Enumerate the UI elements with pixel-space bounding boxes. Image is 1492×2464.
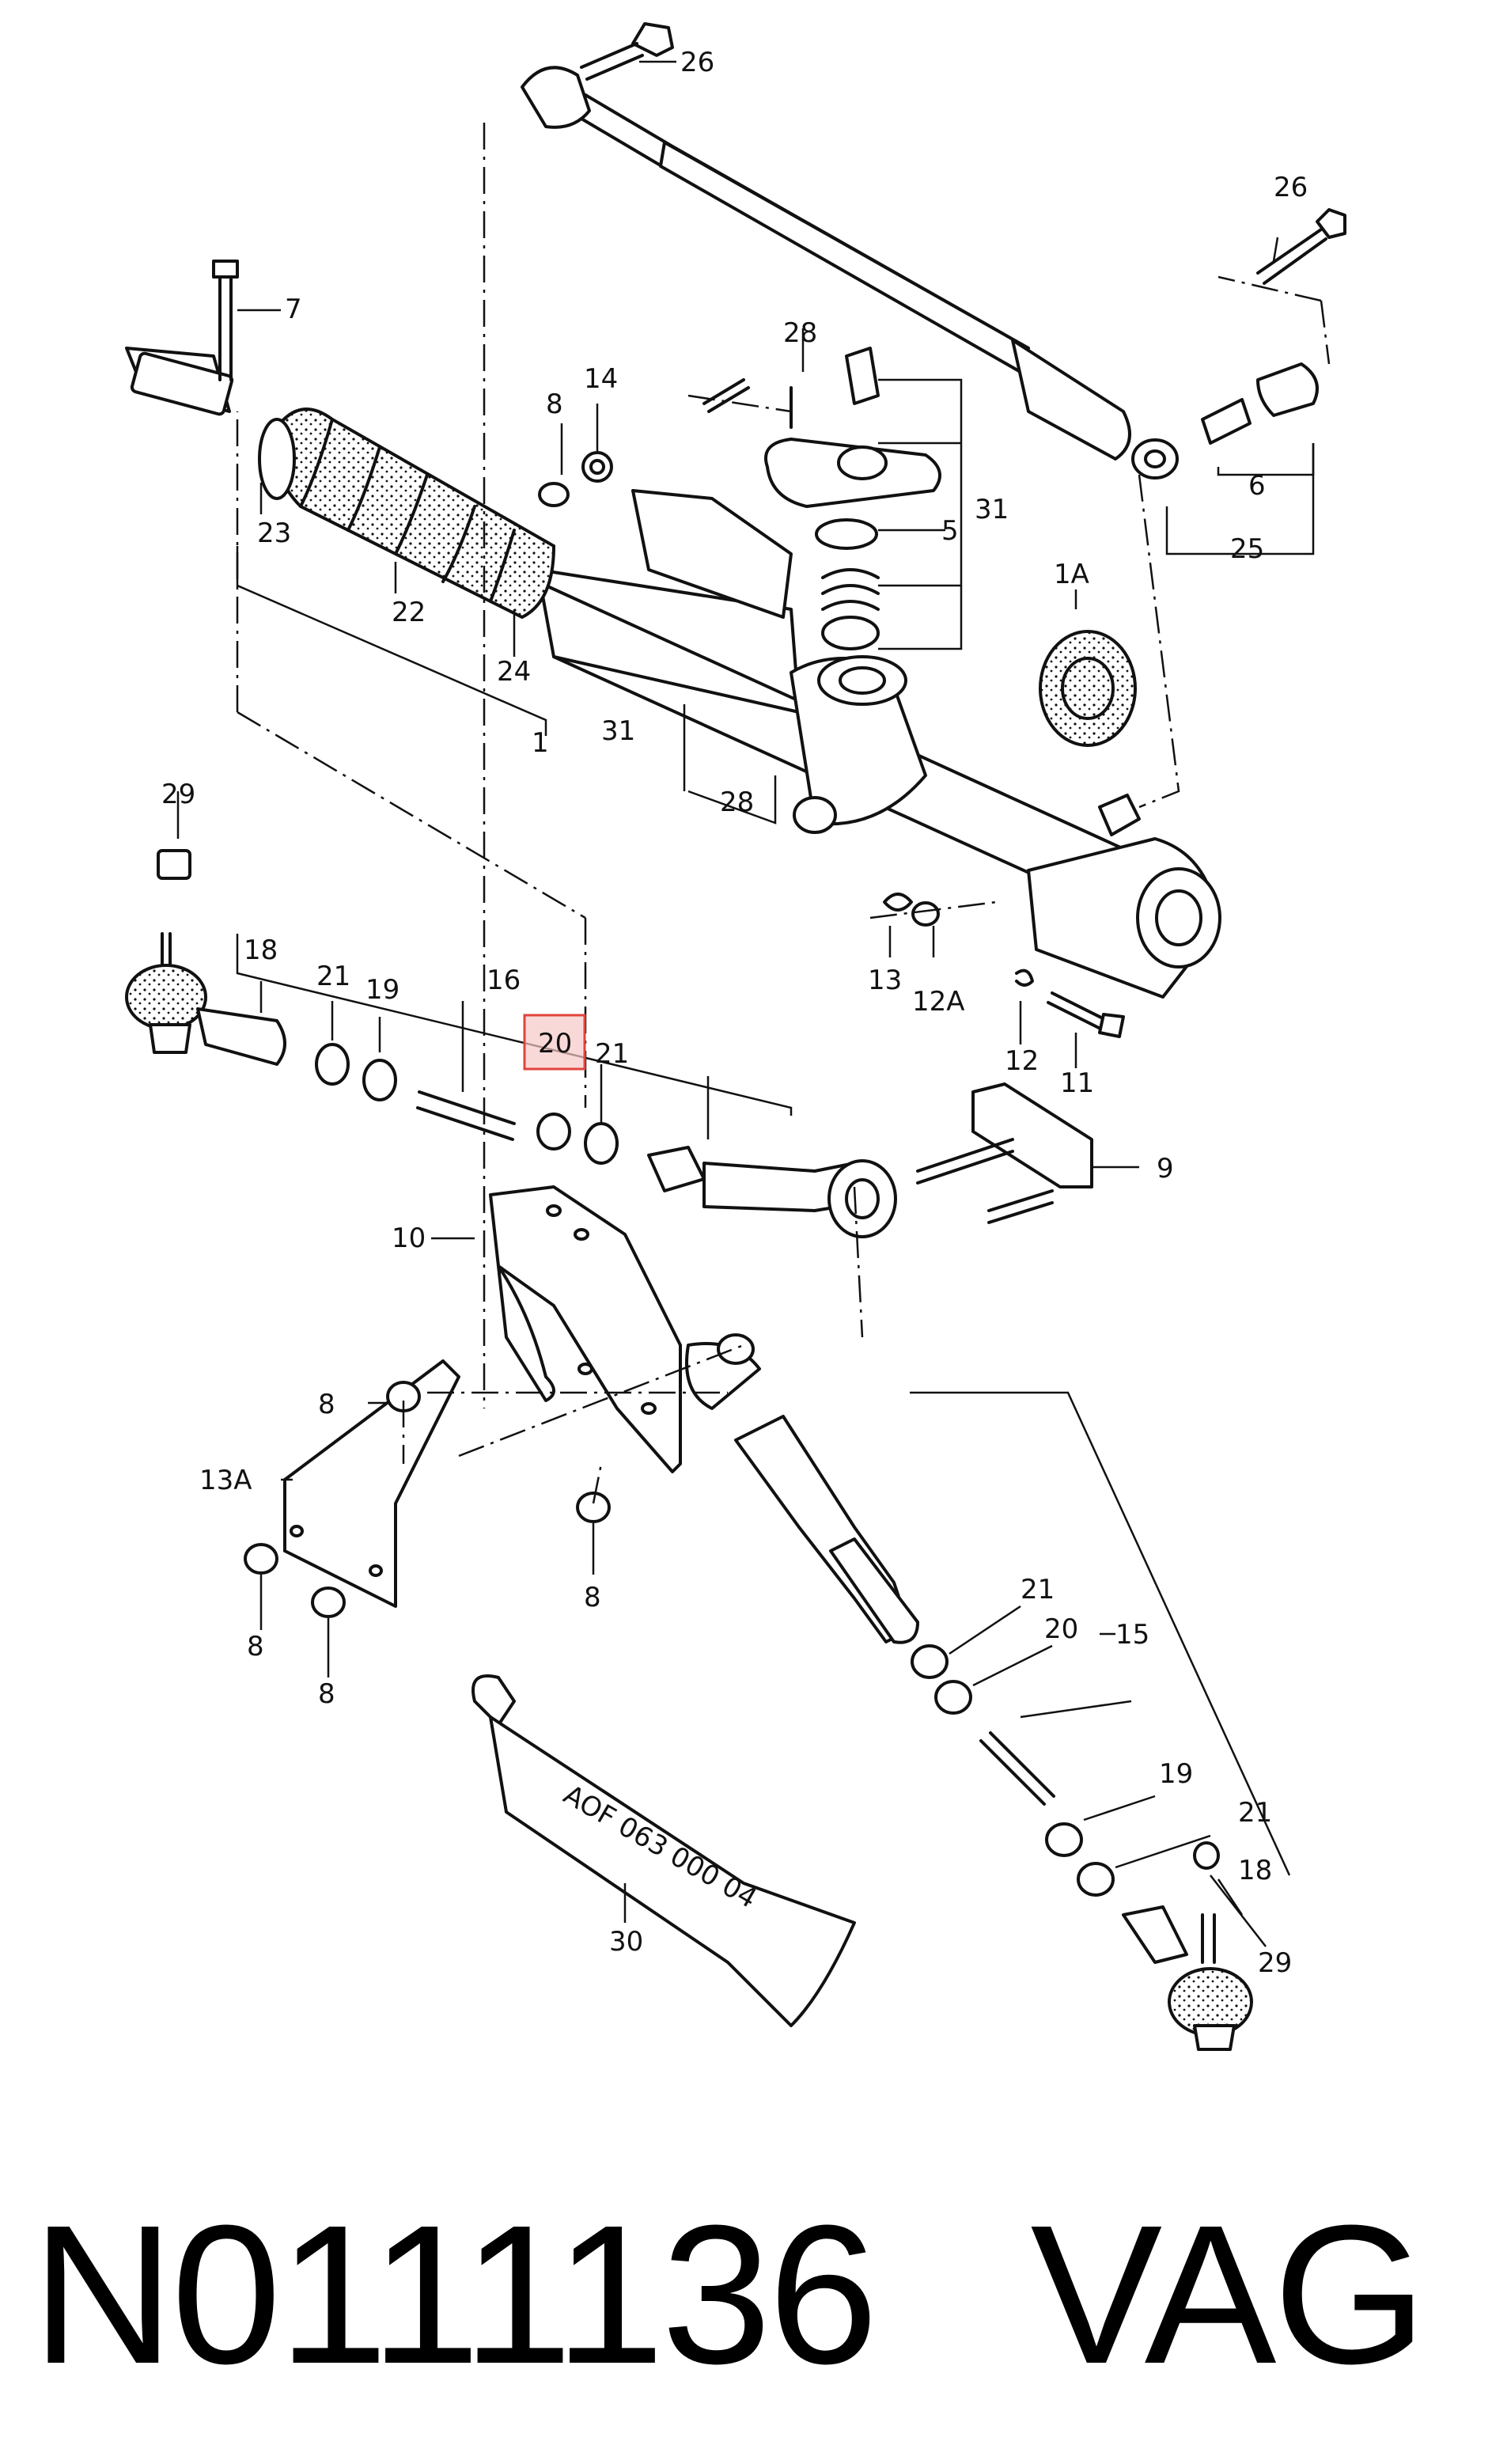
rack-housing [125,347,1221,999]
callout-20: 20 [538,1028,572,1060]
highlight-box [523,1014,586,1071]
small-parts-top [212,260,750,507]
part-number-caption: N0111136 VAG [32,2136,1456,2453]
callout-22: 22 [392,597,426,628]
callout-31: 31 [601,715,635,747]
callout-9: 9 [1157,1153,1174,1185]
callout-6: 6 [1248,470,1266,502]
callout-8: 8 [584,1582,601,1613]
callout-8: 8 [318,1389,335,1420]
callout-13A: 13A [199,1465,252,1496]
callout-12A: 12A [912,986,965,1018]
bush-6 [1201,362,1319,445]
nuts-right [911,1644,1220,1897]
part-number: N0111136 [32,2184,878,2405]
callout-21: 21 [1238,1797,1272,1829]
mounting-bracket-10 [489,1185,682,1473]
callout-29: 29 [161,779,195,810]
callout-labels: 26 26 7 28 14 8 31 5 1A 6 25 23 22 24 1 … [161,47,1308,1979]
mounting-bracket-13A [283,1359,460,1608]
callout-29: 29 [1258,1947,1292,1979]
callout-28: 28 [720,787,754,818]
leader-lines [176,60,1315,1947]
grouping-lines [236,123,1331,1504]
mount-1A [1039,630,1137,747]
callout-23: 23 [257,517,291,549]
callout-7: 7 [285,294,302,325]
rubber-boot-22 [258,408,556,620]
callout-26: 26 [1274,172,1308,203]
callout-28: 28 [783,317,817,349]
callout-12: 12 [1005,1045,1039,1077]
callout-21: 21 [1021,1574,1055,1605]
tie-rod-left [647,1146,897,1238]
callout-16: 16 [487,965,521,996]
callout-8: 8 [318,1678,335,1710]
callout-24: 24 [497,656,531,688]
callout-21: 21 [316,961,350,992]
callout-8: 8 [247,1631,264,1662]
callout-21: 21 [595,1038,629,1070]
grease-tube-30: AOF 063 000 04 [471,1674,856,2027]
callout-18: 18 [1238,1855,1272,1886]
bolts-11-13 [883,893,1125,1038]
callout-15: 15 [1115,1619,1149,1651]
callout-11: 11 [1060,1067,1094,1099]
callout-8: 8 [546,389,563,420]
callout-30: 30 [609,1926,643,1958]
tie-rod-end-18-left [125,932,286,1066]
callout-1A: 1A [1054,559,1089,590]
callout-5: 5 [941,515,959,547]
callout-20: 20 [1044,1613,1078,1645]
callout-25: 25 [1230,533,1264,565]
callout-19: 19 [1159,1758,1193,1790]
support-strut [521,66,1179,480]
callout-26: 26 [680,47,714,78]
callout-1: 1 [532,727,549,759]
bolt-26-top [580,22,674,81]
bolt-26-right [1256,208,1346,285]
brand-name: VAG [1030,2184,1427,2405]
steering-rack-exploded-diagram: AOF 063 000 04 [125,22,1346,2051]
callout-13: 13 [868,965,902,996]
nuts-8 [244,1381,611,1618]
cover-plate-31 [764,347,941,650]
callout-31: 31 [975,494,1009,525]
callout-10: 10 [392,1223,426,1254]
nuts-left [157,849,619,1165]
tie-rod-right [685,1333,919,1644]
callout-18: 18 [244,934,278,966]
callout-14: 14 [584,363,618,395]
bracket-9 [916,1082,1093,1224]
callout-19: 19 [365,974,400,1006]
tie-rod-end-18-right [1122,1905,1253,2051]
